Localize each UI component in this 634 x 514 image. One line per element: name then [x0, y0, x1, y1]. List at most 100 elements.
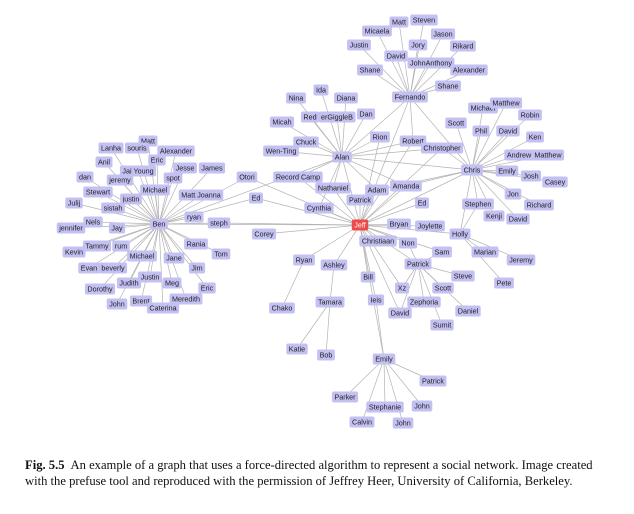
graph-edge: [112, 223, 160, 269]
graph-node: Ed: [415, 197, 429, 209]
node-box: [120, 193, 142, 205]
node-label: John: [109, 300, 125, 309]
node-label: jeremy: [108, 176, 131, 185]
node-label: rum: [115, 242, 127, 251]
node-box: [398, 237, 418, 249]
graph-edge: [336, 116, 343, 158]
node-label: Tammy: [85, 242, 109, 251]
node-label: David: [499, 127, 517, 136]
figure-label: Fig. 5.5: [25, 458, 65, 472]
node-label: Tamara: [318, 298, 342, 307]
node-box: [127, 250, 157, 262]
graph-node: Patrick: [346, 194, 374, 206]
graph-node: Alexander: [157, 145, 195, 157]
node-label: Lanha: [101, 144, 121, 153]
node-box: [419, 375, 447, 387]
node-box: [407, 296, 441, 308]
graph-node: Matthew: [531, 149, 565, 161]
graph-node: Steven: [410, 14, 438, 26]
node-label: Fernando: [395, 93, 426, 102]
node-label: ryan: [187, 213, 201, 222]
graph-node: Kevin: [62, 246, 86, 258]
node-label: Robin: [521, 111, 540, 120]
node-label: Michael: [130, 252, 155, 261]
node-label: Sam: [435, 248, 450, 257]
node-box: [157, 145, 195, 157]
node-box: [184, 211, 204, 223]
node-box: [432, 282, 454, 294]
node-box: [318, 111, 356, 123]
node-label: Micah: [272, 118, 291, 127]
graph-edge: [333, 224, 361, 266]
graph-node: Nina: [286, 92, 306, 104]
graph-node: Stephanie: [366, 401, 404, 413]
node-label: Matthew: [492, 99, 520, 108]
graph-node: Michael: [127, 250, 157, 262]
graph-node: Adam: [365, 184, 389, 196]
graph-edge: [375, 299, 385, 360]
node-box: [450, 40, 476, 52]
graph-edge: [471, 130, 509, 171]
graph-node: Shane: [357, 64, 383, 76]
graph-edge: [303, 224, 361, 261]
graph-node: jennifer: [56, 222, 86, 234]
node-box: [542, 176, 568, 188]
node-box: [331, 391, 359, 403]
node-label: Brent: [132, 297, 149, 306]
node-label: Meredith: [172, 295, 200, 304]
node-label: Diana: [337, 94, 356, 103]
graph-node: Julij: [65, 197, 83, 209]
node-label: Ben: [153, 220, 166, 229]
graph-edge: [455, 122, 473, 171]
graph-node: Jesse: [173, 162, 197, 174]
graph-edge: [158, 223, 198, 269]
node-label: Josh: [523, 172, 538, 181]
graph-edge: [471, 169, 479, 205]
node-box: [84, 283, 116, 295]
graph-node: Katie: [286, 343, 308, 355]
node-box: [269, 116, 295, 128]
node-label: Eric: [201, 284, 214, 293]
node-label: Holly: [452, 230, 468, 239]
node-box: [106, 298, 128, 310]
node-label: Ed: [418, 199, 427, 208]
graph-node: Justin: [138, 271, 162, 283]
node-box: [163, 252, 185, 264]
graph-edge: [158, 197, 257, 225]
graph-node: JohnAnthony: [407, 57, 455, 69]
graph-node: Ken: [526, 131, 544, 143]
node-box: [360, 271, 376, 283]
graph-edge: [341, 156, 473, 171]
graph-node: David: [388, 307, 412, 319]
graph-node: Ieis: [367, 294, 385, 306]
node-label: Robert: [402, 137, 424, 146]
node-label: Jay: [111, 224, 123, 233]
graph-node: John: [106, 298, 128, 310]
node-box: [101, 202, 125, 214]
node-label: Casey: [545, 178, 566, 187]
graph-edge: [297, 176, 361, 226]
node-label: Judith: [119, 279, 138, 288]
graph-edge: [263, 224, 361, 235]
graph-node: Matt: [389, 16, 409, 28]
graph-node: dan: [76, 171, 94, 183]
node-label: Jeff: [354, 221, 365, 230]
graph-node: Shane: [435, 80, 461, 92]
node-label: Ryan: [296, 256, 313, 265]
graph-node: Bryan: [387, 218, 411, 230]
node-box: [317, 349, 335, 361]
node-box: [112, 240, 130, 252]
node-box: [356, 108, 376, 120]
node-label: Andrew: [507, 151, 532, 160]
graph-node: Rania: [184, 238, 208, 250]
graph-node: Dan: [356, 108, 376, 120]
node-box: [315, 296, 345, 308]
graph-node: Anil: [95, 156, 113, 168]
node-label: Justin: [141, 273, 160, 282]
node-label: John: [414, 402, 430, 411]
graph-edge: [359, 202, 423, 226]
graph-node: Jeremy: [506, 254, 536, 266]
graph-node: Josh: [520, 170, 542, 182]
node-box: [98, 142, 124, 154]
node-box: [399, 135, 427, 147]
